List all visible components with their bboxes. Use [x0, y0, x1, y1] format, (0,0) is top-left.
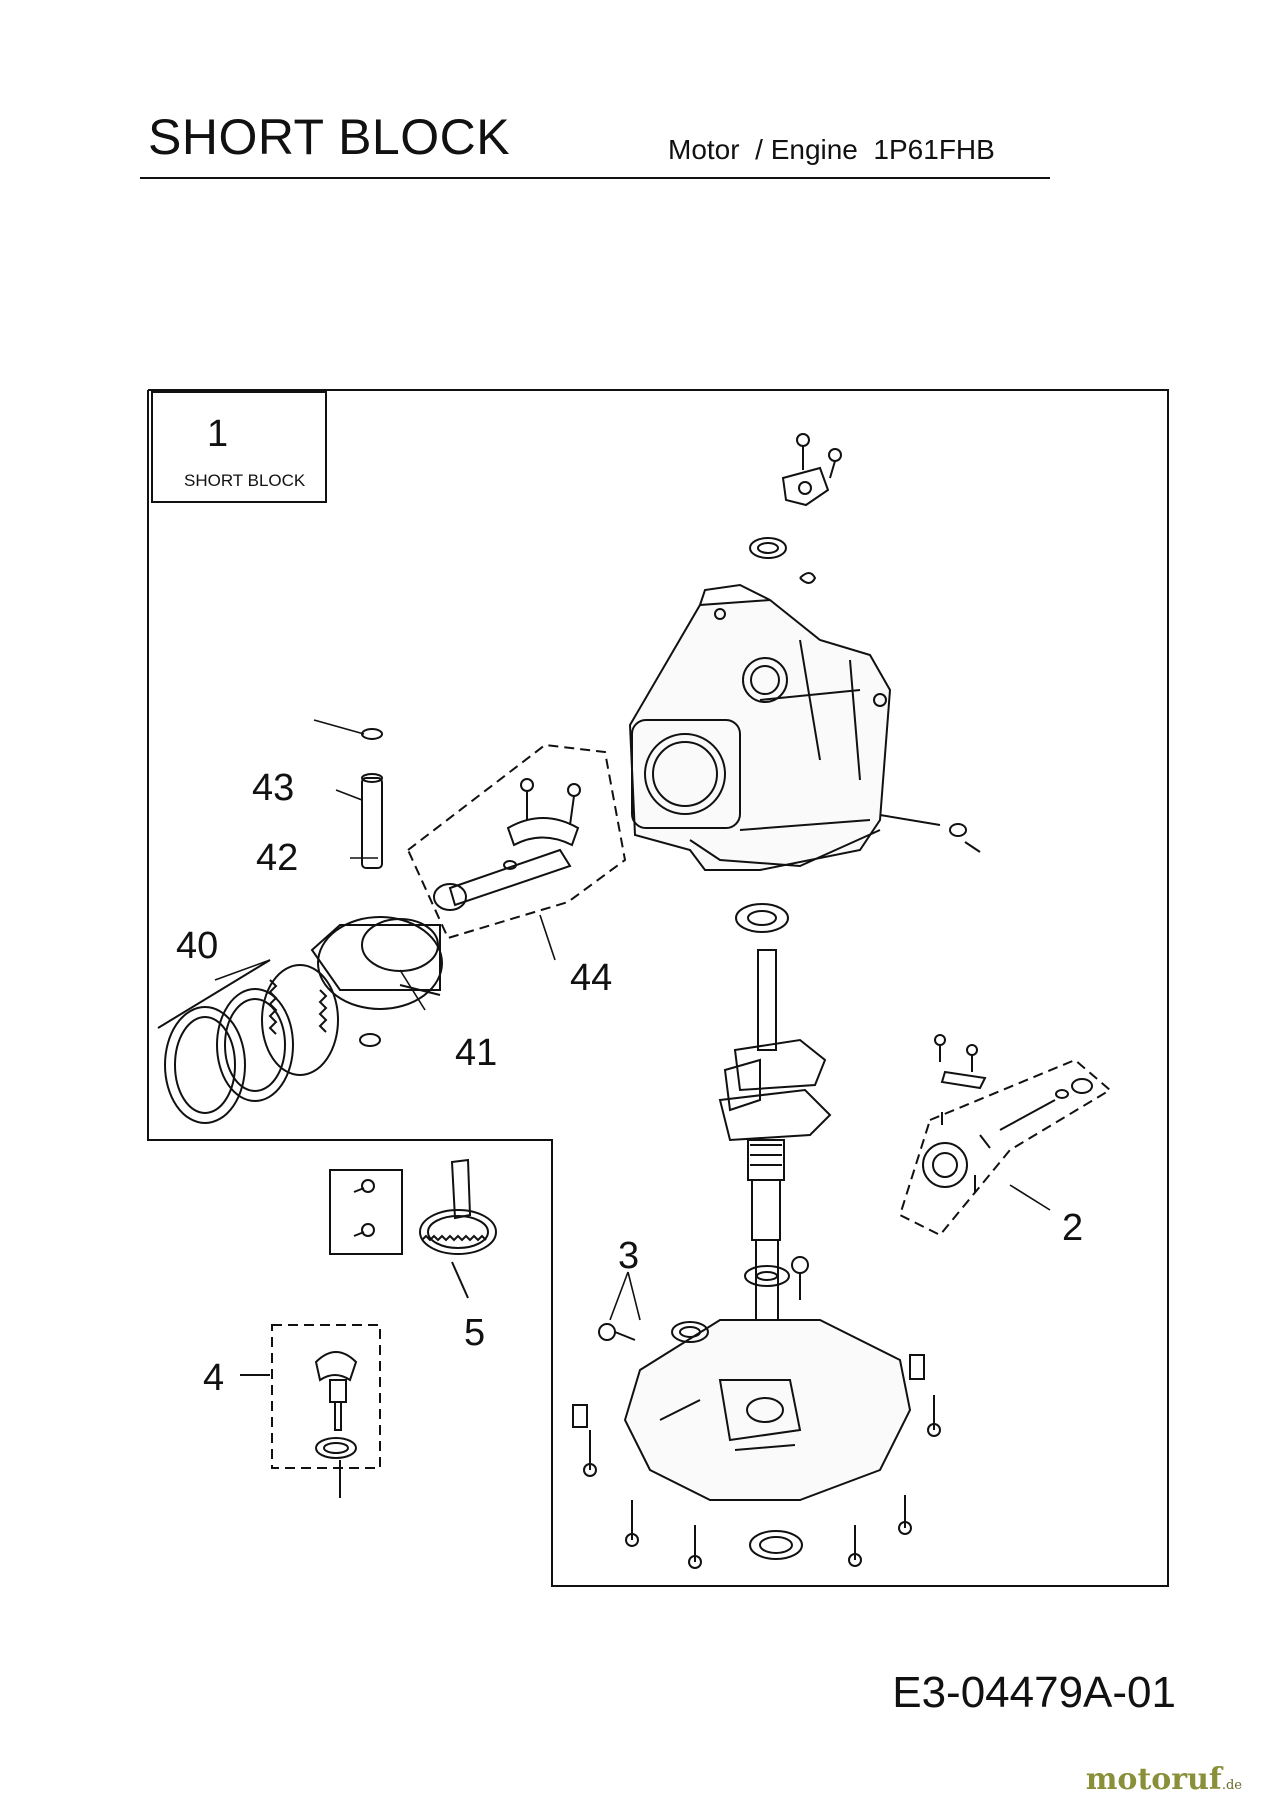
oil-cap-group	[240, 1324, 381, 1498]
watermark-logo: motoruf.de	[1086, 1762, 1242, 1797]
callout-5: 5	[464, 1312, 485, 1354]
governor-bracket-top	[749, 433, 981, 853]
crankcase-drawing	[628, 583, 892, 871]
callout-40: 40	[176, 925, 218, 967]
inset-label: SHORT BLOCK	[184, 471, 306, 490]
crankcase-cover-drawing	[572, 1256, 941, 1569]
page-title: SHORT BLOCK	[148, 109, 511, 165]
callout-41: 41	[455, 1032, 497, 1074]
callout-2: 2	[1062, 1207, 1083, 1249]
callout-4: 4	[203, 1357, 224, 1399]
governor-group	[898, 1034, 1112, 1237]
engine-subtitle: Motor / Engine 1P61FHB	[668, 134, 995, 165]
leader-lines	[214, 719, 1051, 1321]
drawing-code: E3-04479A-01	[892, 1668, 1176, 1717]
connecting-rod-group	[406, 743, 627, 940]
piston-rings	[157, 959, 339, 1124]
callout-3: 3	[618, 1235, 639, 1277]
camshaft-group	[329, 1158, 497, 1299]
callout-44: 44	[570, 957, 612, 999]
title-rule	[140, 177, 1050, 179]
callout-42: 42	[256, 837, 298, 879]
watermark-tld: .de	[1221, 1778, 1242, 1793]
inset-number: 1	[207, 413, 228, 455]
callout-43: 43	[252, 767, 294, 809]
inset-box: 1 SHORT BLOCK	[151, 391, 327, 503]
piston-group	[310, 728, 443, 1047]
crankshaft-drawing	[718, 903, 832, 1321]
watermark-main: motoruf	[1085, 1762, 1222, 1797]
diagram-frame	[147, 389, 1169, 1587]
callout-numbers: 43 42 40 41 44 2 3 4 5	[176, 767, 1083, 1399]
